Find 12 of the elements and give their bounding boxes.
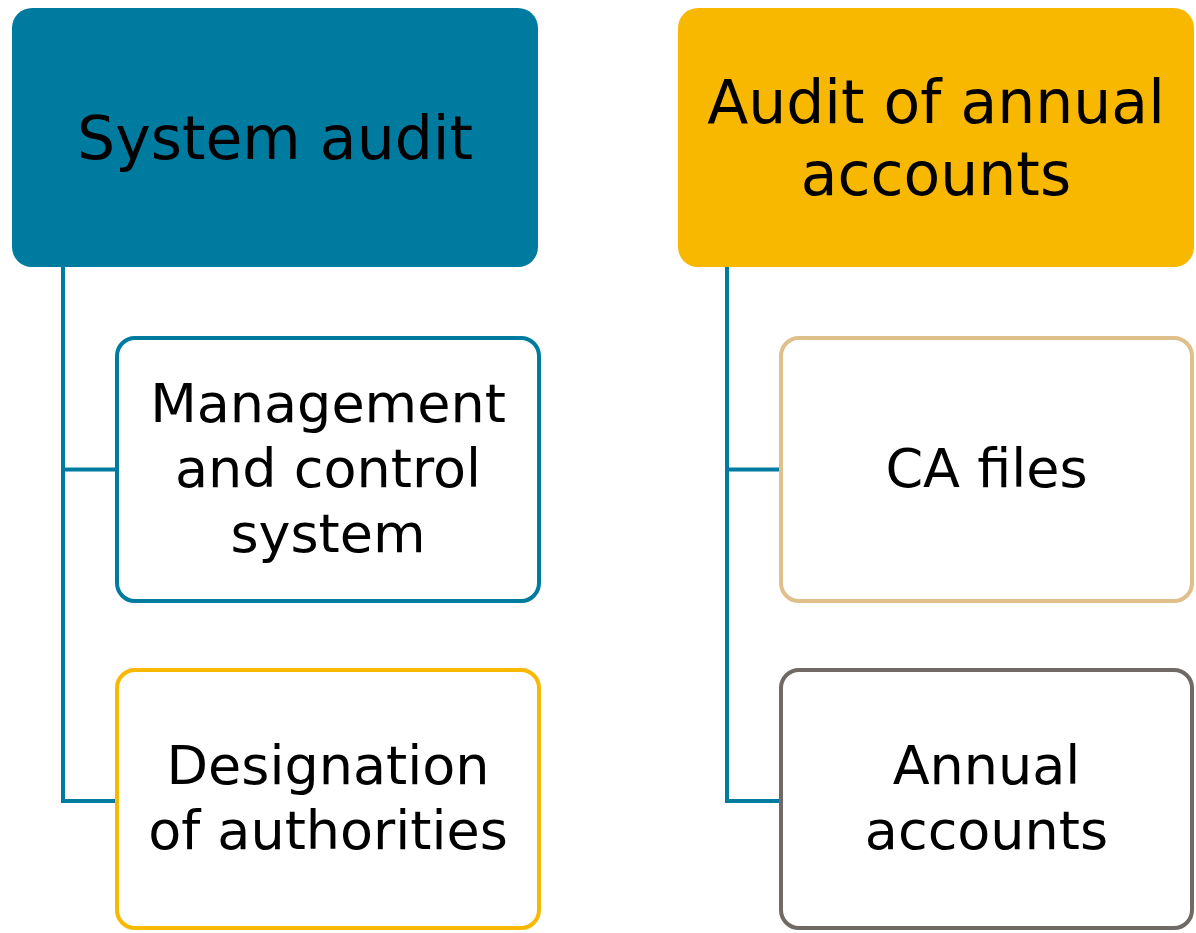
heading-box [678,8,1194,267]
item-text: Management and control system [149,372,507,567]
item-box [779,336,1194,603]
item-text: Annual accounts [863,734,1110,864]
heading-box [12,8,538,267]
item-box [779,668,1194,930]
item-box [115,668,541,930]
item-box [115,336,541,603]
heading-text: Audit of annual accounts [706,65,1166,210]
item-text: CA files [884,437,1089,502]
heading-text: System audit [76,101,474,174]
item-text: Designation of authorities [147,734,509,864]
